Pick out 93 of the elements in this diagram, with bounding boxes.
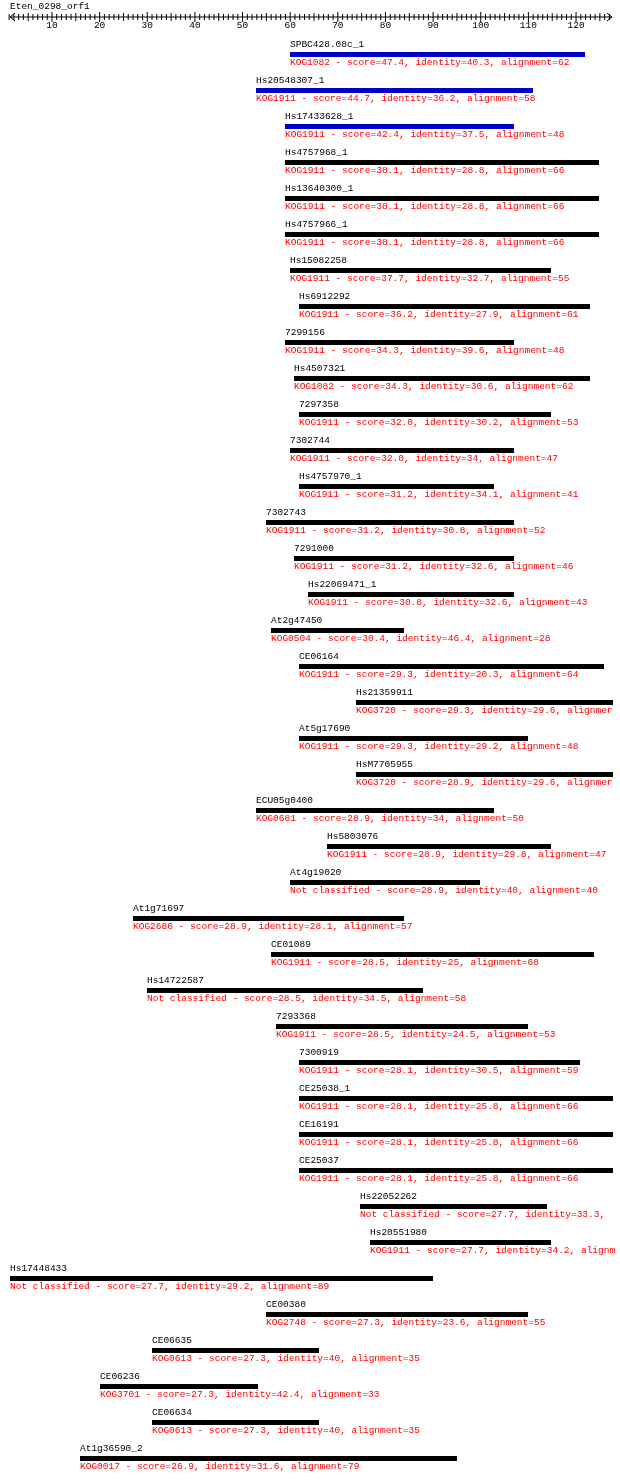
axis-tick-label: 30 bbox=[141, 20, 153, 32]
sequence-id: CE06236 bbox=[100, 1371, 140, 1383]
hit-summary: KOG1911 - score=29.3, identity=29.2, alignment=48 bbox=[299, 741, 579, 753]
hit-summary: KOG0017 - score=26.9, identity=31.6, alignment=79 bbox=[80, 1461, 360, 1473]
hit-summary: KOG1911 - score=30.8, identity=32.6, alignment=43 bbox=[308, 597, 588, 609]
sequence-id: At5g17690 bbox=[299, 723, 351, 735]
axis-tick-label: 70 bbox=[332, 20, 344, 32]
hit-summary: KOG1911 - score=28.9, identity=29.8, alignment=47 bbox=[327, 849, 607, 861]
sequence-id: CE06635 bbox=[152, 1335, 192, 1347]
hit-summary: KOG1911 - score=29.3, identity=20.3, alignment=64 bbox=[299, 669, 579, 681]
axis-tick-label: 40 bbox=[189, 20, 201, 32]
sequence-id: CE25037 bbox=[299, 1155, 339, 1167]
sequence-id: Hs6912292 bbox=[299, 291, 351, 303]
sequence-id: 7297358 bbox=[299, 399, 339, 411]
hit-summary: KOG0681 - score=28.9, identity=34, alignment=50 bbox=[256, 813, 524, 825]
hit-summary: KOG1911 - score=42.4, identity=37.5, alignment=48 bbox=[285, 129, 565, 141]
axis-tick-label: 120 bbox=[567, 20, 585, 32]
sequence-id: 7291000 bbox=[294, 543, 334, 555]
hit-summary: Not classified - score=28.9, identity=40, alignment=40 bbox=[290, 885, 598, 897]
hit-summary: Not classified - score=27.7, identity=33.3, bbox=[360, 1209, 606, 1221]
axis-tick-label: 100 bbox=[472, 20, 490, 32]
sequence-id: Hs15082258 bbox=[290, 255, 347, 267]
hit-summary: KOG1911 - score=27.7, identity=34.2, alignm bbox=[370, 1245, 616, 1257]
sequence-id: Hs17433628_1 bbox=[285, 111, 354, 123]
sequence-id: Hs22052262 bbox=[360, 1191, 417, 1203]
sequence-id: At1g36590_2 bbox=[80, 1443, 143, 1455]
hit-summary: KOG1911 - score=36.2, identity=27.9, alignment=61 bbox=[299, 309, 579, 321]
hit-summary: KOG1082 - score=34.3, identity=30.6, alignment=62 bbox=[294, 381, 574, 393]
axis-tick-label: 50 bbox=[236, 20, 249, 32]
hit-summary: KOG0613 - score=27.3, identity=40, alignment=35 bbox=[152, 1353, 420, 1365]
sequence-id: 7293368 bbox=[276, 1011, 316, 1023]
hit-summary: KOG1911 - score=38.1, identity=28.8, alignment=66 bbox=[285, 165, 565, 177]
hit-summary: KOG0613 - score=27.3, identity=40, alignment=35 bbox=[152, 1425, 420, 1437]
hit-summary: KOG1911 - score=31.2, identity=32.6, alignment=46 bbox=[294, 561, 574, 573]
hit-summary: KOG2748 - score=27.3, identity=23.6, alignment=55 bbox=[266, 1317, 546, 1329]
hit-summary: KOG3720 - score=29.3, identity=29.6, alignmer bbox=[356, 705, 613, 717]
sequence-id: Hs20551980 bbox=[370, 1227, 427, 1239]
sequence-id: Hs22069471_1 bbox=[308, 579, 377, 591]
hit-summary: KOG1911 - score=32.0, identity=34, alignment=47 bbox=[290, 453, 558, 465]
query-name: Eten_0298_orf1 bbox=[10, 1, 90, 13]
axis-tick-label: 80 bbox=[379, 20, 392, 32]
hit-summary: KOG1911 - score=31.2, identity=30.8, alignment=52 bbox=[266, 525, 546, 537]
sequence-id: CE16191 bbox=[299, 1119, 339, 1131]
hit-summary: KOG1082 - score=47.4, identity=40.3, alignment=62 bbox=[290, 57, 570, 69]
hit-summary: KOG3701 - score=27.3, identity=42.4, alignment=33 bbox=[100, 1389, 380, 1401]
sequence-id: Hs13640300_1 bbox=[285, 183, 354, 195]
sequence-id: CE06164 bbox=[299, 651, 339, 663]
sequence-id: At1g71697 bbox=[133, 903, 185, 915]
sequence-id: CE00380 bbox=[266, 1299, 306, 1311]
sequence-id: 7300919 bbox=[299, 1047, 339, 1059]
hit-summary: KOG1911 - score=34.3, identity=39.6, alignment=48 bbox=[285, 345, 565, 357]
sequence-id: SPBC428.08c_1 bbox=[290, 39, 365, 51]
axis-tick-label: 20 bbox=[93, 20, 106, 32]
sequence-id: At4g19020 bbox=[290, 867, 342, 879]
axis-tick-label: 60 bbox=[284, 20, 296, 32]
sequence-id: 7302744 bbox=[290, 435, 330, 447]
sequence-id: Hs4757970_1 bbox=[299, 471, 362, 483]
sequence-id: Hs4757966_1 bbox=[285, 219, 348, 231]
hit-summary: KOG0504 - score=30.4, identity=46.4, alignment=28 bbox=[271, 633, 551, 645]
hit-summary: KOG1911 - score=28.1, identity=30.5, alignment=59 bbox=[299, 1065, 579, 1077]
hit-summary: Not classified - score=27.7, identity=29.2, alignment=89 bbox=[10, 1281, 330, 1293]
hit-summary: KOG3720 - score=28.9, identity=29.6, alignmer bbox=[356, 777, 613, 789]
sequence-id: Hs17448433 bbox=[10, 1263, 67, 1275]
sequence-id: HsM7705955 bbox=[356, 759, 413, 771]
sequence-id: 7299156 bbox=[285, 327, 325, 339]
sequence-id: Hs14722587 bbox=[147, 975, 204, 987]
hit-summary: KOG1911 - score=38.1, identity=28.8, alignment=66 bbox=[285, 237, 565, 249]
sequence-id: 7302743 bbox=[266, 507, 306, 519]
hit-summary: KOG1911 - score=44.7, identity=36.2, alignment=58 bbox=[256, 93, 536, 105]
hit-summary: KOG2686 - score=28.9, identity=28.1, alignment=57 bbox=[133, 921, 413, 933]
hit-summary: KOG1911 - score=28.1, identity=25.8, alignment=66 bbox=[299, 1101, 579, 1113]
hit-summary: KOG1911 - score=38.1, identity=28.8, alignment=66 bbox=[285, 201, 565, 213]
hit-summary: KOG1911 - score=31.2, identity=34.1, alignment=41 bbox=[299, 489, 579, 501]
axis-tick-label: 110 bbox=[519, 20, 537, 32]
hit-summary: KOG1911 - score=28.1, identity=25.8, alignment=66 bbox=[299, 1173, 579, 1185]
axis-tick-label: 90 bbox=[427, 20, 439, 32]
hit-summary: KOG1911 - score=28.1, identity=25.8, alignment=66 bbox=[299, 1137, 579, 1149]
sequence-id: Hs4507321 bbox=[294, 363, 346, 375]
hit-summary: KOG1911 - score=32.0, identity=30.2, alignment=53 bbox=[299, 417, 579, 429]
sequence-id: CE25038_1 bbox=[299, 1083, 351, 1095]
sequence-id: At2g47450 bbox=[271, 615, 323, 627]
hit-summary: KOG1911 - score=37.7, identity=32.7, alignment=55 bbox=[290, 273, 570, 285]
hit-summary: KOG1911 - score=28.5, identity=25, alignment=68 bbox=[271, 957, 539, 969]
sequence-id: Hs5803076 bbox=[327, 831, 379, 843]
sequence-id: Hs21359911 bbox=[356, 687, 413, 699]
sequence-id: CE01089 bbox=[271, 939, 311, 951]
sequence-id: ECU05g0400 bbox=[256, 795, 313, 807]
axis-tick-label: 10 bbox=[46, 20, 58, 32]
sequence-id: Hs4757968_1 bbox=[285, 147, 348, 159]
sequence-id: Hs20548307_1 bbox=[256, 75, 325, 87]
hit-summary: Not classified - score=28.5, identity=34.5, alignment=58 bbox=[147, 993, 467, 1005]
sequence-id: CE06634 bbox=[152, 1407, 192, 1419]
hit-summary: KOG1911 - score=28.5, identity=24.5, alignment=53 bbox=[276, 1029, 556, 1041]
